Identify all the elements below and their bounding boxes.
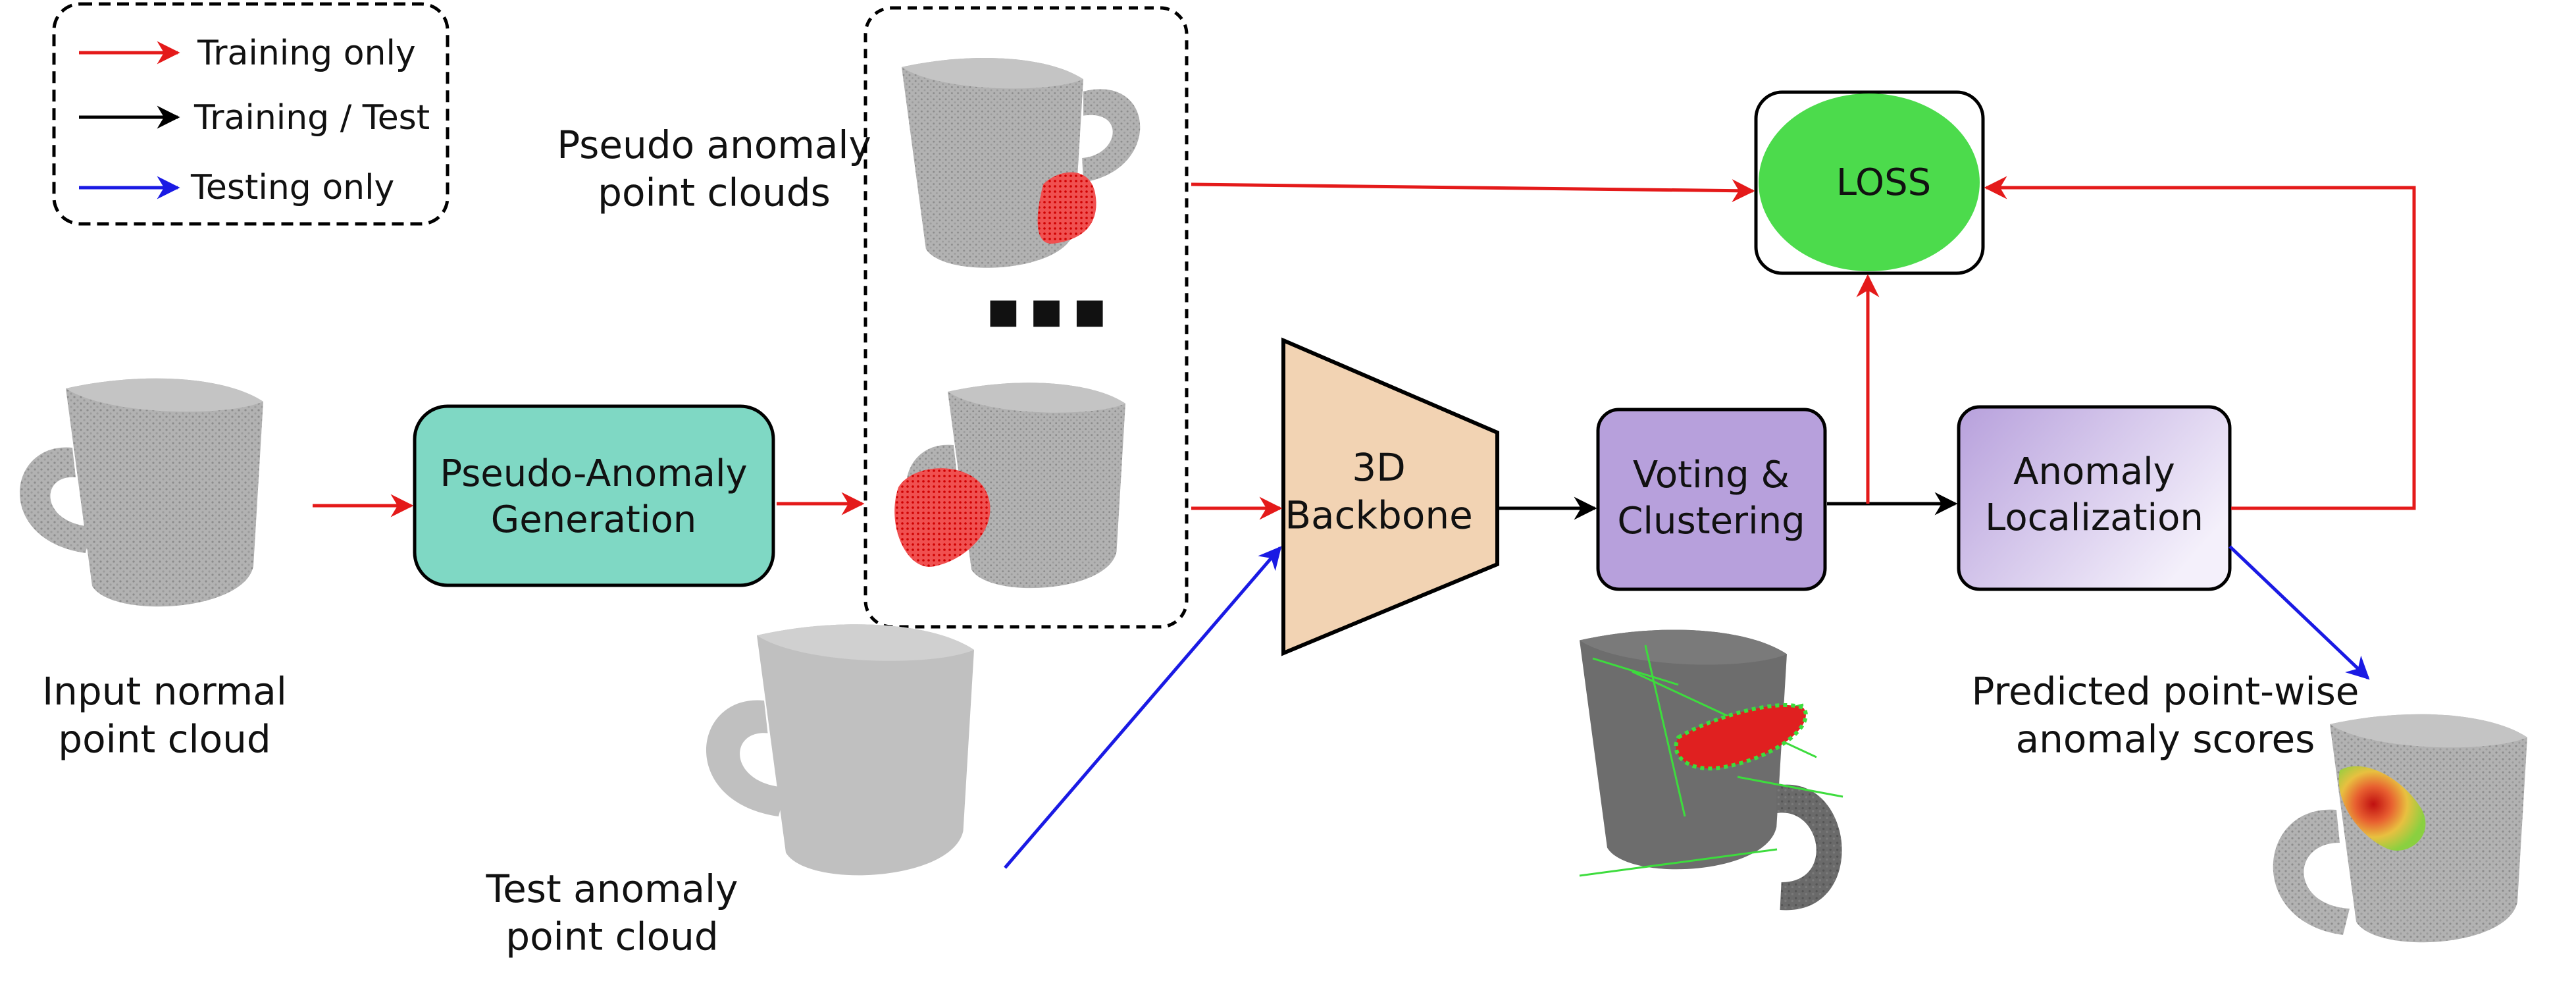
arrow-localization-to-loss	[1984, 176, 2416, 510]
pseudo-anomaly-mug-bottom-icon	[906, 383, 1125, 589]
loss-label: LOSS	[1836, 161, 1931, 204]
test-anomaly-mug-icon	[706, 624, 974, 876]
legend: Training only Training / Test Testing on…	[52, 2, 450, 226]
predicted-mug-icon	[2273, 714, 2527, 943]
voting-label: Voting &Clustering	[1617, 454, 1805, 543]
pseudo-anomaly-group-box	[863, 6, 1189, 629]
localization-box	[1957, 405, 2232, 591]
legend-box	[52, 2, 450, 226]
generation-box	[413, 404, 775, 587]
voting-box	[1596, 408, 1827, 591]
anomaly-patch-bottom-icon	[894, 468, 991, 567]
legend-label-testing-only: Testing only	[190, 168, 394, 207]
pseudo-anomaly-mug-top-icon	[902, 57, 1141, 268]
anomaly-patch-top-icon	[1037, 172, 1096, 244]
input-normal-mug-icon	[20, 378, 263, 607]
anomaly-heatmap-icon	[2338, 766, 2426, 851]
legend-label-training-only: Training only	[197, 34, 416, 73]
voting-anomaly-cluster-icon	[1674, 703, 1808, 771]
ellipsis: ■ ■ ■	[987, 292, 1106, 331]
arrow-test-to-backbone	[1004, 546, 1282, 869]
arrows	[313, 176, 2416, 869]
arrow-pseudo-to-loss	[1191, 179, 1755, 203]
backbone-trapezoid	[1281, 337, 1499, 656]
arrow-localization-to-predicted	[2228, 545, 2370, 680]
legend-label-training-test: Training / Test	[193, 98, 430, 138]
loss-ellipse	[1759, 93, 1980, 271]
